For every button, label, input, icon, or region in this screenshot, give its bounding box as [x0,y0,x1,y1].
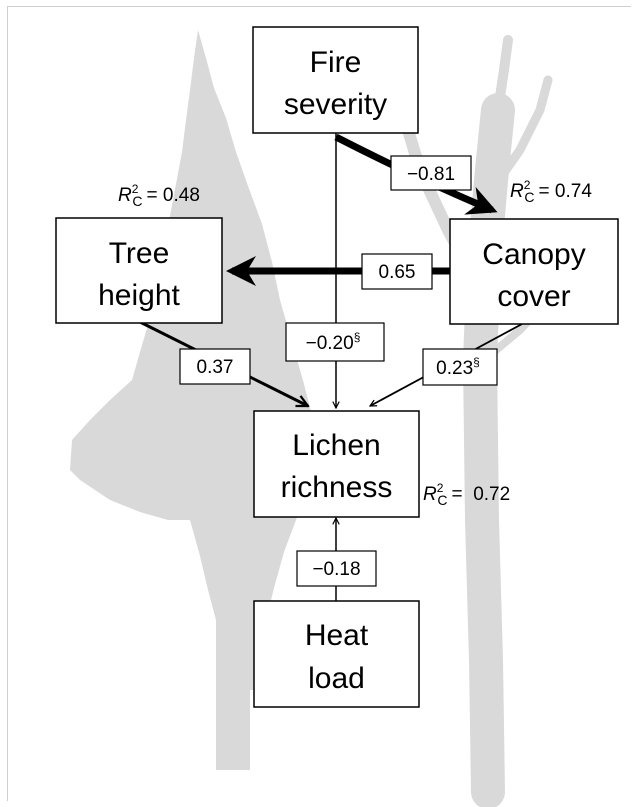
node-label-line2: load [308,662,365,695]
r2-sup: 2 [524,178,531,192]
r2-sub: C [132,193,142,209]
node-label-line1: Heat [305,619,369,652]
r2-sup: 2 [132,182,139,196]
coef-value: 0.65 [379,262,416,283]
r2-sub: C [437,492,447,508]
coef-heat-to-lichen: −0.18 [296,550,377,587]
node-tree-height: Tree height [55,217,223,324]
coef-canopy-to-tree: 0.65 [361,253,433,290]
r2-value: = 0.74 [539,181,593,202]
node-label-line2: richness [281,471,393,504]
coef-mark: § [473,355,480,369]
node-canopy-cover: Canopy cover [449,218,619,325]
r2-symbol: R [423,484,437,505]
coef-fire-to-lichen: −0.20§ [285,322,385,362]
node-fire-severity: Fire severity [252,26,419,134]
node-label-line2: severity [284,88,387,121]
node-label-line1: Tree [109,237,170,270]
r2-sub: C [524,189,534,205]
coef-value: −0.81 [407,164,455,185]
node-label-line1: Fire [310,46,362,79]
node-label-line2: cover [497,280,570,313]
node-label-line1: Canopy [482,238,585,271]
coef-canopy-to-lichen: 0.23§ [422,348,498,386]
coef-value: 0.37 [197,357,234,378]
node-label-line1: Lichen [292,429,380,462]
coef-mark: § [354,330,361,344]
coef-value: −0.18 [312,559,360,580]
coef-value: 0.23§ [436,355,480,379]
r2-sup: 2 [437,481,444,495]
coef-number: 0.23 [436,358,473,379]
coef-value: −0.20§ [306,330,361,354]
node-heat-load: Heat load [253,600,420,708]
figure-frame [7,6,631,801]
r2-symbol: R [118,185,132,206]
r2-symbol: R [510,181,524,202]
coef-tree-to-lichen: 0.37 [179,348,251,385]
node-lichen-richness: Lichen richness [253,410,420,518]
node-label-line2: height [98,279,180,312]
r2-value: = 0.72 [452,484,511,505]
coef-number: −0.20 [306,333,354,354]
coef-fire-to-canopy: −0.81 [390,155,472,191]
r2-value: = 0.48 [147,185,200,206]
